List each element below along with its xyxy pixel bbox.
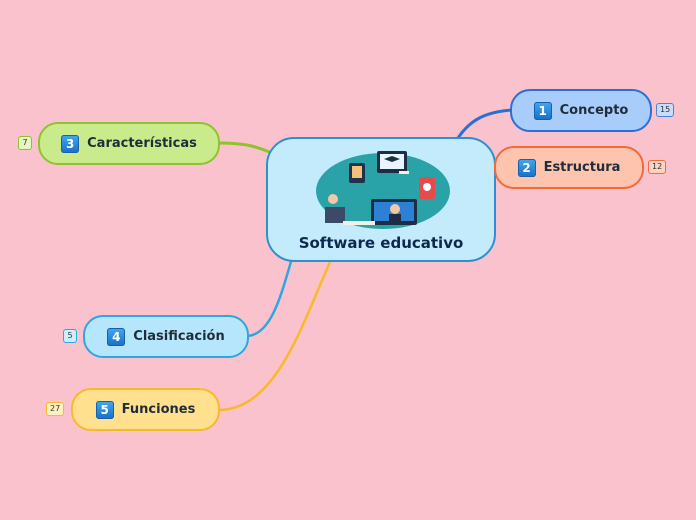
topic-label: Concepto [559,103,629,118]
connector-funciones [217,261,332,412]
count-badge-funciones[interactable]: 27 [46,402,65,416]
topic-label: Estructura [543,160,621,175]
number-badge-icon: 2 [517,158,536,177]
count-badge-clasificacion[interactable]: 5 [63,329,77,343]
topic-concepto[interactable]: 1 Concepto [510,89,652,132]
topic-label: Funciones [121,402,196,417]
number-badge-icon: 1 [533,101,552,120]
topic-label: Características [87,136,197,151]
central-topic-title: Software educativo [298,234,464,252]
central-topic[interactable]: Software educativo [266,137,496,262]
topic-caracteristicas[interactable]: 3 Características [38,122,220,165]
connector-concepto [456,108,513,139]
education-technology-illustration [316,151,450,229]
topic-funciones[interactable]: 5 Funciones [71,388,220,431]
topic-estructura[interactable]: 2 Estructura [494,146,644,189]
number-badge-icon: 5 [95,400,114,419]
topic-clasificacion[interactable]: 4 Clasificación [83,315,249,358]
count-badge-concepto[interactable]: 15 [656,103,675,117]
number-badge-icon: 3 [61,134,80,153]
topic-label: Clasificación [133,329,225,344]
connector-caracteristicas [217,141,273,155]
number-badge-icon: 4 [107,327,126,346]
count-badge-estructura[interactable]: 12 [648,160,667,174]
connector-clasificacion [245,257,294,338]
count-badge-caracteristicas[interactable]: 7 [18,136,32,150]
